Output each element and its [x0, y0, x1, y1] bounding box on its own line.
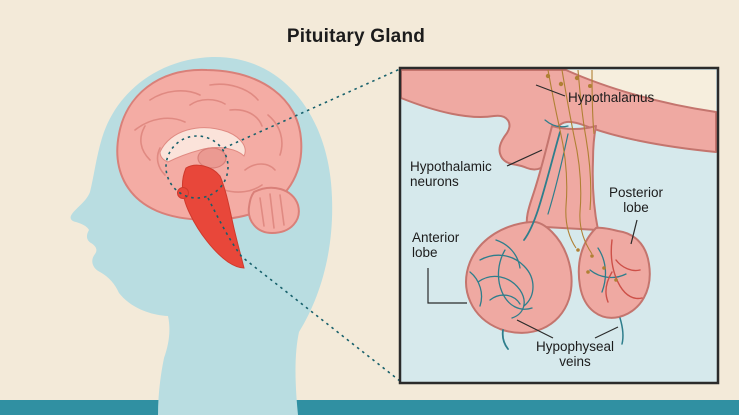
neuron-fibers: [547, 69, 595, 255]
neuron-terminal: [614, 278, 618, 282]
hypophyseal-vein-anterior: [501, 329, 509, 350]
label-hypothalamus: Hypothalamus: [568, 90, 654, 105]
neuron-terminal: [590, 254, 594, 258]
neuron-terminal: [576, 248, 580, 252]
portal-vessel: [523, 131, 561, 241]
label-posterior-lobe: Posterior lobe: [596, 185, 676, 215]
label-hypothalamic-neurons: Hypothalamic neurons: [410, 159, 492, 189]
cerebellum: [247, 186, 300, 234]
magnify-circle: [165, 135, 229, 199]
inset-group: [398, 66, 720, 385]
label-posterior-lobe-line2: lobe: [623, 200, 649, 216]
neuron-cell-body: [588, 84, 592, 88]
label-hypophyseal-veins: Hypophyseal veins: [518, 339, 632, 369]
portal-vessel-2: [544, 119, 569, 215]
page-title: Pituitary Gland: [286, 26, 426, 47]
label-hypothalamus-text: Hypothalamus: [568, 90, 655, 105]
label-anterior-lobe-line2: lobe: [412, 245, 438, 261]
neuron-cell-body: [574, 75, 580, 81]
corpus-callosum-band: [159, 127, 246, 163]
cerebellum-folds: [259, 193, 285, 229]
leader-line-hypothalamic-neurons: [506, 149, 543, 167]
posterior-veins-red: [605, 239, 643, 303]
neuron-terminal: [586, 270, 590, 274]
neuron-terminal: [602, 266, 606, 270]
inset-panel-border: [398, 66, 720, 385]
label-hypothalamic-neurons-line1: Hypothalamic: [410, 159, 492, 174]
thalamus: [197, 147, 227, 169]
neuron-cell-body: [545, 73, 551, 79]
brain-group: [116, 68, 303, 269]
hypophyseal-vein-posterior: [619, 317, 624, 345]
leader-line-posterior-lobe: [630, 219, 638, 245]
neuron-cell-body: [558, 81, 564, 87]
label-hypophyseal-veins-line2: veins: [559, 354, 591, 370]
footer-bar: [0, 400, 739, 415]
label-hypothalamic-neurons-line2: neurons: [410, 174, 459, 190]
label-anterior-lobe: Anterior lobe: [412, 230, 459, 260]
leader-line-hypophyseal-veins: [516, 319, 619, 339]
leader-line-hypothalamus: [535, 84, 566, 97]
inset-cream-area: [566, 70, 716, 112]
label-anterior-lobe-line1: Anterior: [412, 230, 460, 245]
label-hypophyseal-veins-line1: Hypophyseal: [535, 339, 615, 354]
brain-gyri: [134, 83, 283, 193]
brainstem-highlight: [182, 164, 245, 269]
leader-line-anterior-lobe: [427, 268, 467, 304]
anterior-lobe-shape: [465, 220, 573, 334]
label-posterior-lobe-line1: Posterior: [608, 185, 664, 200]
magnifier-group: [165, 68, 401, 382]
